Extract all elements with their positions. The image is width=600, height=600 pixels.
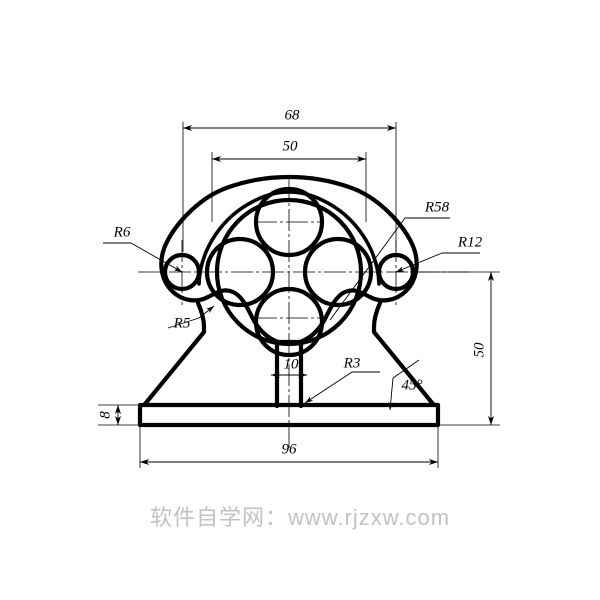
satellite-circle-right <box>302 236 374 308</box>
radius-label-r5: R5 <box>173 315 191 331</box>
dimension-width-68: 68 <box>182 107 397 252</box>
dim-label-8: 8 <box>97 411 113 419</box>
dim-label-height-50: 50 <box>471 342 487 358</box>
part-outline <box>137 174 441 428</box>
radius-label-r6: R6 <box>113 224 131 240</box>
leader-line-45-down <box>388 377 394 411</box>
leader-line-r58 <box>329 217 406 321</box>
dim-label-50-top: 50 <box>283 138 299 154</box>
leader-shelf-r5 <box>167 317 200 329</box>
dim-label-68: 68 <box>285 107 301 123</box>
leader-line-r3 <box>304 371 353 404</box>
leader-line-r5 <box>198 305 215 319</box>
dimension-base-96: 96 <box>139 425 439 468</box>
dimension-width-50: 50 <box>211 138 367 222</box>
angle-label-45: 45° <box>402 377 423 393</box>
dimension-neck-10: 10 <box>271 356 307 378</box>
leader-line-r12 <box>395 252 443 273</box>
satellite-circle-left <box>204 236 276 308</box>
central-large-circle <box>214 197 364 347</box>
center-lines <box>138 178 470 448</box>
callout-angle-45: 45° <box>388 359 423 411</box>
leader-line-45 <box>392 359 420 379</box>
satellite-circle-top <box>253 186 325 258</box>
inner-web-arc-top <box>197 190 381 286</box>
satellite-circle-bottom <box>253 286 325 358</box>
leader-line-r6 <box>130 242 183 273</box>
radius-label-r12: R12 <box>457 234 483 250</box>
dimension-height-50: 50 <box>410 271 500 426</box>
callout-r6: R6 <box>103 224 183 273</box>
right-rib-slope <box>371 300 436 407</box>
base-plate <box>137 402 441 428</box>
dimension-base-thickness-8: 8 <box>97 404 140 426</box>
radius-label-r58: R58 <box>424 199 450 215</box>
callout-r12: R12 <box>395 234 483 273</box>
callout-r58: R58 <box>329 199 450 321</box>
dim-label-10: 10 <box>284 356 300 372</box>
dim-label-96: 96 <box>282 441 298 457</box>
callout-r5: R5 <box>167 305 215 331</box>
site-watermark: 软件自学网：www.rjzxw.com <box>149 505 451 530</box>
callout-r3: R3 <box>304 355 380 404</box>
left-rib-slope <box>142 300 207 407</box>
radius-label-r3: R3 <box>343 355 361 371</box>
